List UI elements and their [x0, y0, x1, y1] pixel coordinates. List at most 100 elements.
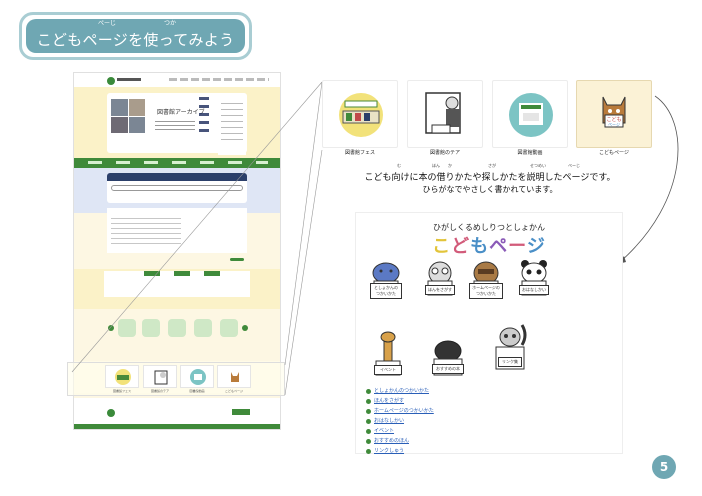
hero-title: 図書館アーカイブ — [157, 109, 205, 116]
ruby-hon: ほん — [432, 163, 440, 168]
ruby-setsumei: せつめい — [530, 163, 546, 168]
svg-text:こども: こども — [606, 116, 621, 123]
kids-page-icon: こども ページ — [602, 96, 626, 128]
mini-banner-tea[interactable] — [143, 365, 177, 388]
animal-label-1: としょかんの つかいかた — [370, 283, 402, 299]
animal-hippo-link[interactable]: としょかんの つかいかた — [368, 259, 404, 303]
hero-text-lines — [155, 121, 195, 133]
kids-link-label: としょかんのつかいかた — [374, 388, 430, 394]
ruby-mu: む — [397, 163, 401, 168]
animal-label-6: おすすめの本 — [432, 364, 464, 374]
giraffe-icon — [375, 331, 401, 376]
animal-label-4: おはなしかい — [519, 285, 549, 295]
banner-library-fes[interactable] — [322, 80, 398, 148]
animal-lemur-link[interactable]: リンク集 — [492, 321, 532, 381]
animal-label-5: イベント — [374, 365, 402, 375]
site-tabs-panel — [104, 271, 250, 297]
mini-label-2: 図書館のテア — [150, 389, 169, 393]
kids-link-search[interactable]: ほんをさがす — [366, 397, 434, 407]
banner-label-video: 図書館動画 — [517, 150, 543, 156]
kids-link-event[interactable]: イベント — [366, 427, 434, 437]
site-footer-divider — [74, 398, 280, 404]
banner-label-kids: こどもページ — [599, 150, 629, 156]
bullet-icon — [366, 429, 371, 434]
page-title-pill: ぺーじ つか こどもページを使ってみよう — [19, 12, 252, 60]
description-line-2: ひらがなでやさしく書かれています。 — [422, 185, 558, 194]
animal-label-7: リンク集 — [498, 357, 522, 367]
animal-panda-link[interactable]: おはなしかい — [516, 259, 552, 303]
library-video-icon — [509, 93, 553, 137]
kids-link-label: おはなしかい — [374, 418, 405, 424]
footer-badge — [232, 409, 250, 415]
kids-link-label: ほんをさがす — [374, 398, 405, 404]
animal-label-2: ほんをさがす — [425, 285, 455, 295]
bullet-icon — [366, 439, 371, 444]
bullet-icon — [366, 389, 371, 394]
banner-library-video[interactable] — [492, 80, 568, 148]
footer-logo-icon — [107, 409, 115, 417]
kids-link-label: イベント — [374, 428, 395, 434]
mini-banner-video[interactable] — [180, 365, 214, 388]
site-green-nav — [74, 158, 280, 168]
banner-label-fes: 図書館フェス — [344, 150, 375, 156]
site-info-panel — [218, 95, 246, 155]
kids-link-usage[interactable]: としょかんのつかいかた — [366, 387, 434, 397]
animal-raccoon-link[interactable]: ホームページの つかいかた — [468, 259, 504, 303]
site-search-box — [107, 173, 247, 203]
page-title-background: ぺーじ つか こどもページを使ってみよう — [26, 19, 245, 53]
library-fes-icon — [339, 93, 383, 137]
kids-link-label: おすすめのほん — [374, 438, 410, 444]
kids-page-title: こどもページ — [356, 232, 622, 258]
kids-link-homepage[interactable]: ホームページのつかいかた — [366, 407, 434, 417]
ruby-peeji: ぺーじ — [568, 163, 580, 168]
title-char-pe: ペ — [489, 236, 509, 257]
bullet-icon — [366, 419, 371, 424]
kids-link-storytime[interactable]: おはなしかい — [366, 417, 434, 427]
mini-label-1: 図書館フェス — [112, 389, 131, 393]
animal-giraffe-link[interactable]: イベント — [372, 331, 404, 387]
page-number-badge: 5 — [652, 455, 676, 479]
banner-label-tea: 図書館のテア — [429, 150, 460, 156]
title-char-ko: こ — [432, 236, 452, 257]
bullet-icon — [366, 399, 371, 404]
kids-link-list: としょかんのつかいかた ほんをさがす ホームページのつかいかた おはなしかい イ… — [366, 387, 434, 457]
title-char-mo: も — [470, 236, 490, 257]
mini-label-4: こどもページ — [225, 389, 243, 393]
mini-label-3: 図書館動画 — [189, 389, 205, 393]
ruby-saga: さが — [488, 163, 496, 168]
title-ruby-tsuka: つか — [164, 20, 177, 27]
hero-decoration — [199, 97, 209, 137]
kids-link-label: ホームページのつかいかた — [374, 408, 434, 414]
site-green-bar — [74, 424, 280, 429]
site-header — [74, 73, 280, 87]
description-line-1: こども向けに本の借りかたや探しかたを説明したページです。 — [364, 173, 616, 183]
lemur-icon — [495, 324, 527, 370]
banner-kids-page[interactable]: こども ページ — [576, 80, 652, 148]
kids-link-links[interactable]: リンクしゅう — [366, 447, 434, 457]
site-footer — [74, 404, 280, 424]
animal-label-3: ホームページの つかいかた — [469, 283, 503, 299]
library-logo-icon — [107, 77, 115, 85]
site-logo-text — [117, 78, 141, 81]
kids-link-recommended[interactable]: おすすめのほん — [366, 437, 434, 447]
animal-owl-link[interactable]: ほんをさがす — [422, 259, 458, 303]
ruby-ka: か — [448, 163, 452, 168]
animal-tapir-link[interactable]: おすすめの本 — [430, 339, 466, 383]
site-nav-links — [169, 78, 269, 81]
hero-photos — [111, 99, 145, 133]
site-news-panel — [107, 208, 247, 261]
banner-library-tea[interactable] — [407, 80, 483, 148]
description-box: む ほん か さが せつめい ぺーじ こども向けに本の借りかたや探しかたを説明し… — [322, 160, 658, 196]
site-link-icons — [74, 313, 280, 353]
kids-link-label: リンクしゅう — [374, 448, 405, 454]
page-title: こどもページを使ってみよう — [36, 31, 235, 49]
bullet-icon — [366, 409, 371, 414]
title-ruby-page: ぺーじ — [98, 20, 117, 27]
mini-banner-fes[interactable] — [105, 365, 139, 388]
mini-banner-kids[interactable] — [217, 365, 251, 388]
title-char-ji: ジ — [526, 236, 546, 257]
kids-page-preview: ひがしくるめしりつとしょかん こどもページ としょかんの つかいかた ほんをさが… — [355, 212, 623, 454]
bullet-icon — [366, 449, 371, 454]
kids-page-kana-title: ひがしくるめしりつとしょかん — [433, 223, 545, 232]
library-tea-icon — [425, 92, 461, 134]
